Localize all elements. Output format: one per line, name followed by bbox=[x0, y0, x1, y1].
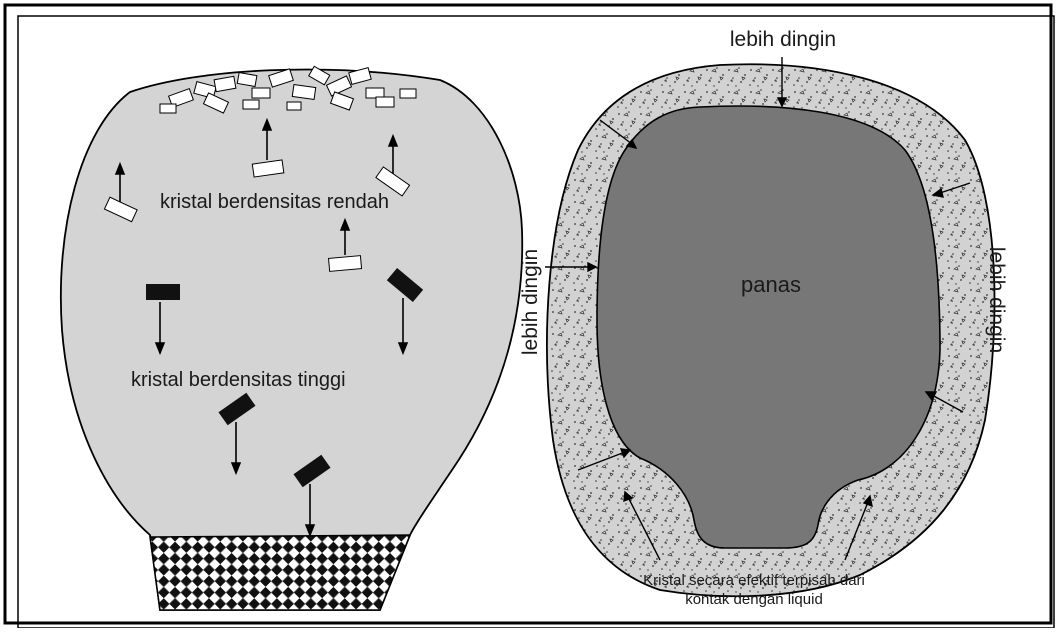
right-cooler-label: lebih dingin bbox=[985, 247, 1008, 353]
left-cooler-label: lebih dingin bbox=[519, 249, 542, 355]
caption-line-2: kontak dengan liquid bbox=[685, 591, 823, 608]
high-density-label: kristal berdensitas tinggi bbox=[131, 369, 346, 391]
cumulate-layer bbox=[150, 535, 410, 610]
right-magma-chamber bbox=[547, 64, 995, 596]
top-cooler-label: lebih dingin bbox=[730, 28, 836, 51]
low-density-label: kristal berdensitas rendah bbox=[160, 191, 389, 213]
caption-line-1: Kristal secara efektif terpisah dari bbox=[643, 572, 865, 589]
hot-core-label: panas bbox=[741, 272, 801, 297]
